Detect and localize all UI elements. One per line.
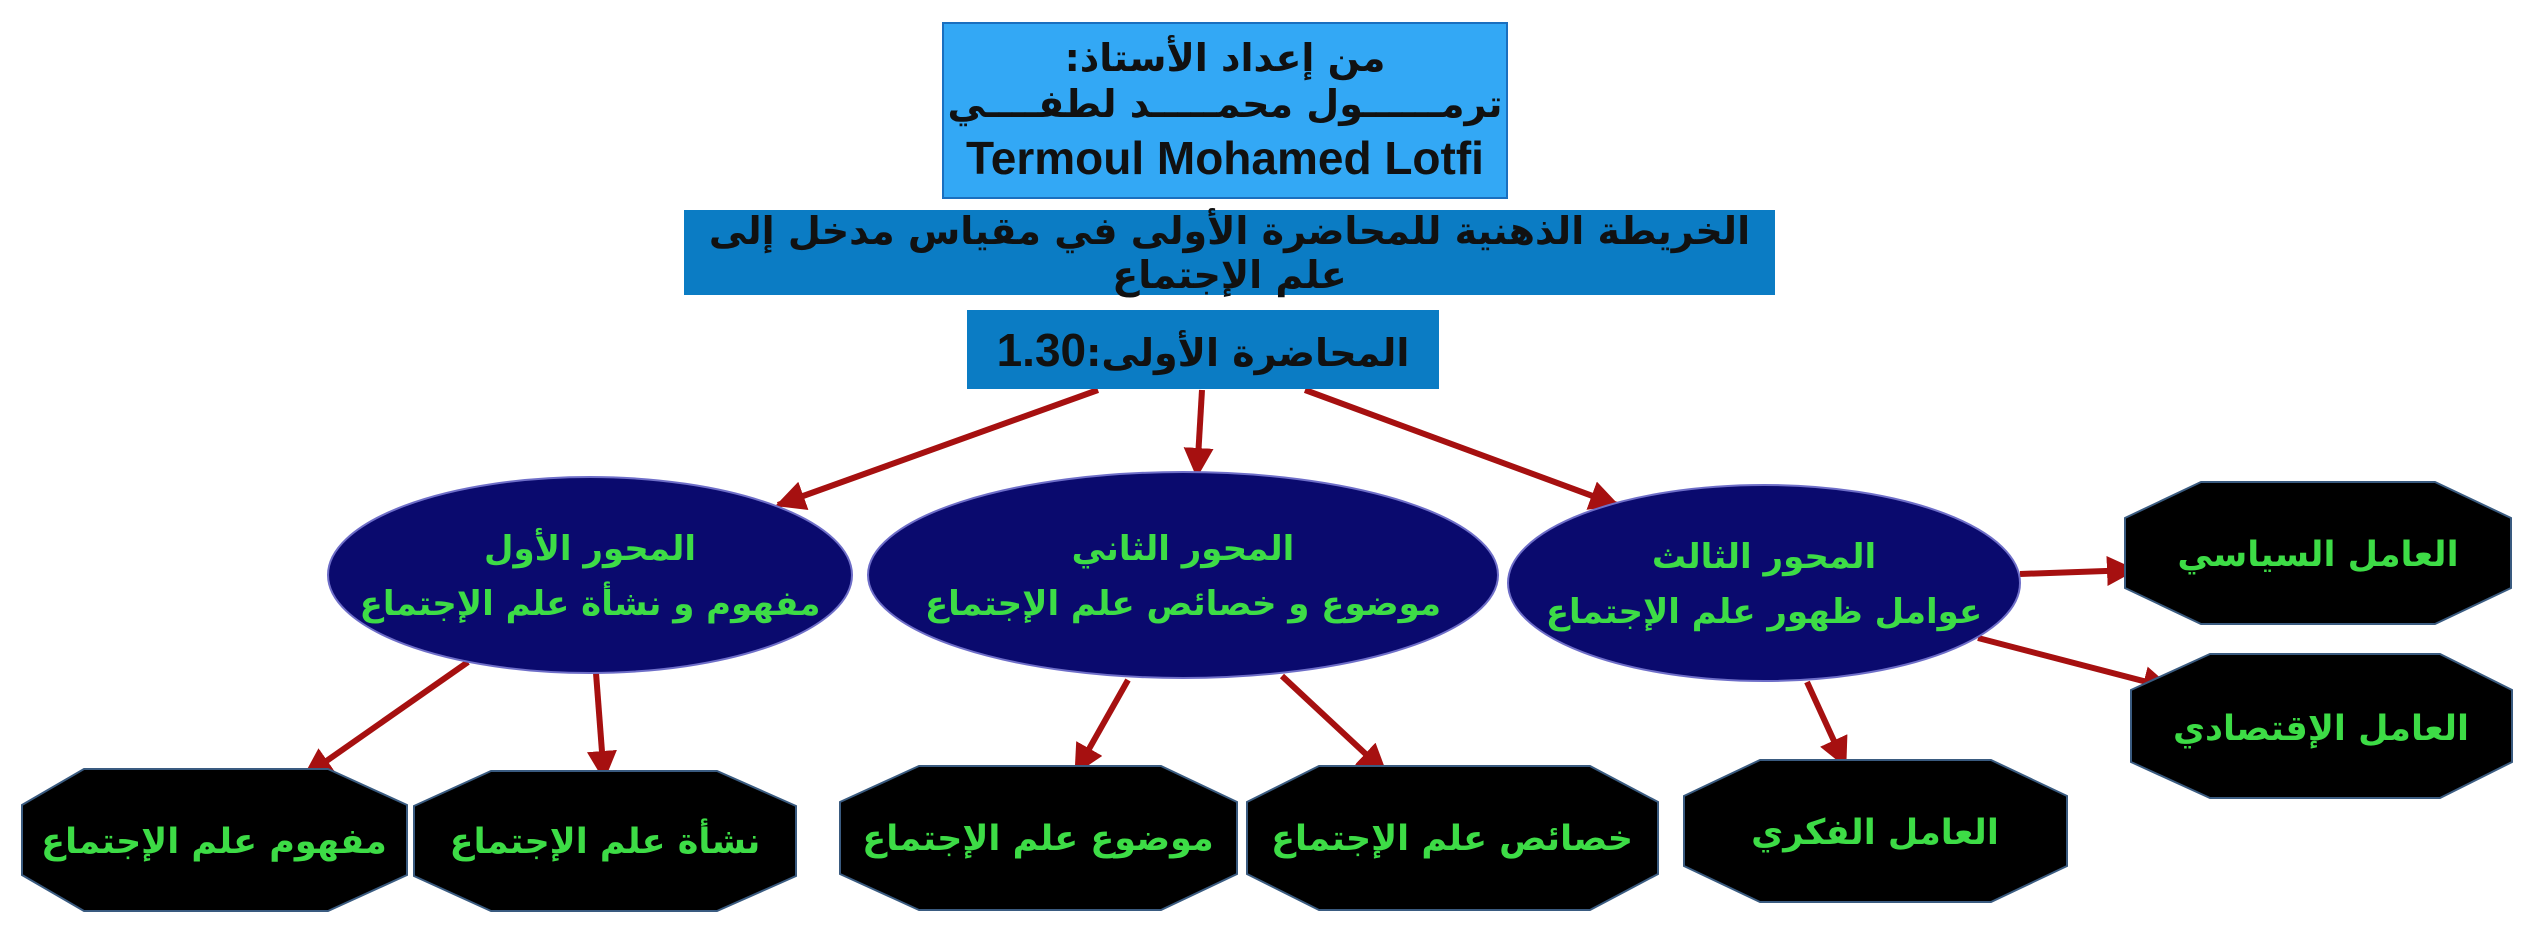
leaf-political-octagon (2124, 481, 2512, 625)
map-title: الخريطة الذهنية للمحاضرة الأولى في مقياس… (708, 208, 1751, 297)
axis-1-node: المحور الأول مفهوم و نشأة علم الإجتماع (327, 476, 853, 674)
lecture-heading: المحاضرة الأولى:1.30 (997, 323, 1410, 377)
leaf-origin-label: نشأة علم الإجتماع (450, 818, 761, 862)
axis-3-ellipse (1507, 484, 2021, 682)
axis-1-subtitle: مفهوم و نشأة علم الإجتماع (360, 581, 821, 624)
axis-3-node: المحور الثالث عوامل ظهور علم الإجتماع (1507, 484, 2021, 682)
arrow-lecture-to-axis-3 (1303, 387, 1620, 510)
leaf-features-label: خصائص علم الإجتماع (1271, 819, 1633, 859)
leaf-political-label: العامل السياسي (2177, 535, 2458, 575)
leaf-intellectual-octagon (1683, 759, 2068, 903)
leaf-subject-octagon (839, 765, 1238, 911)
arrow-axis-2-to-features (1279, 673, 1388, 775)
axis-1-ellipse (327, 476, 853, 674)
leaf-intellectual-node: العامل الفكري (1683, 759, 2068, 903)
connector-arrows (302, 387, 2173, 781)
axis-1-title: المحور الأول (484, 527, 696, 569)
leaf-origin-node: نشأة علم الإجتماع (413, 770, 797, 912)
author-label: من إعداد الأستاذ: (1064, 36, 1386, 81)
leaf-political-node: العامل السياسي (2124, 481, 2512, 625)
leaf-origin-octagon (413, 770, 797, 912)
lecture-label: المحاضرة الأولى: (1086, 330, 1410, 375)
arrow-axis-3-to-political (2019, 555, 2137, 586)
leaf-features-node: خصائص علم الإجتماع (1246, 765, 1659, 911)
arrow-axis-3-to-intellectual (1804, 680, 1848, 768)
lecture-box: المحاضرة الأولى:1.30 (967, 310, 1439, 389)
map-title-box: الخريطة الذهنية للمحاضرة الأولى في مقياس… (684, 208, 1775, 297)
leaf-concept-node: مفهوم علم الإجتماع (21, 768, 408, 912)
leaf-subject-label: موضوع علم الإجتماع (862, 819, 1213, 859)
leaf-intellectual-label: العامل الفكري (1751, 813, 1999, 853)
leaf-subject-node: موضوع علم الإجتماع (839, 765, 1238, 911)
axis-2-subtitle: موضوع و خصائص علم الإجتماع (925, 584, 1441, 624)
lecture-time: 1.30 (996, 323, 1087, 376)
author-box: من إعداد الأستاذ: ترمــــــول محمـــــد … (942, 22, 1508, 199)
arrow-lecture-to-axis-1 (775, 387, 1100, 510)
leaf-economic-label: العامل الإقتصادي (2173, 709, 2469, 749)
axis-2-node: المحور الثاني موضوع و خصائص علم الإجتماع (867, 471, 1499, 679)
leaf-concept-octagon (21, 768, 408, 912)
axis-2-ellipse (867, 471, 1499, 679)
leaf-economic-octagon (2130, 653, 2513, 799)
author-name-arabic: ترمــــــول محمـــــد لطفــــي (947, 82, 1503, 127)
arrow-axis-3-to-economic (1977, 635, 2173, 696)
leaf-economic-node: العامل الإقتصادي (2130, 653, 2513, 799)
arrow-axis-1-to-concept (302, 659, 470, 779)
axis-2-title: المحور الثاني (1072, 529, 1295, 569)
arrow-axis-2-to-subject (1073, 678, 1131, 775)
arrow-lecture-to-axis-2 (1183, 389, 1214, 478)
axis-3-subtitle: عوامل ظهور علم الإجتماع (1546, 592, 1982, 632)
leaf-concept-label: مفهوم علم الإجتماع (41, 822, 387, 862)
arrow-axis-1-to-origin (586, 672, 617, 781)
axis-3-title: المحور الثالث (1652, 537, 1876, 577)
author-name-latin: Termoul Mohamed Lotfi (966, 131, 1484, 184)
leaf-features-octagon (1246, 765, 1659, 911)
